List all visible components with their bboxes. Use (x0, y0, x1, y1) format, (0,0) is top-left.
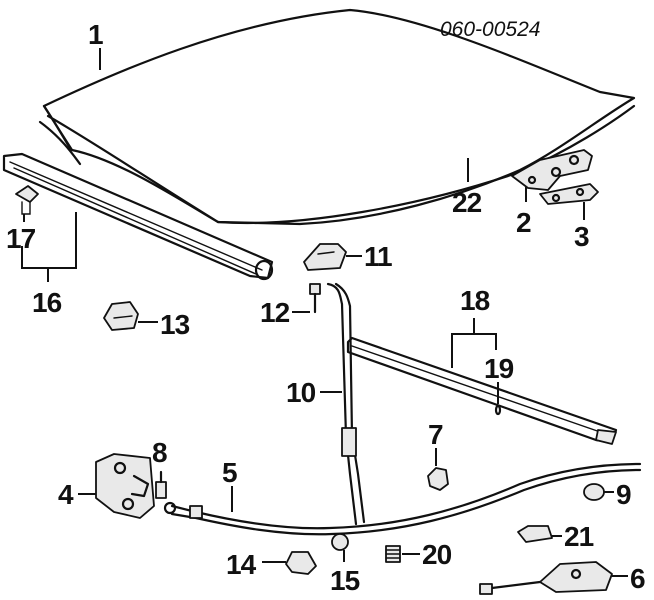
hinge-bolt-plate (539, 183, 599, 205)
hood-seal-rear (346, 336, 618, 445)
grommet-15 (331, 533, 349, 551)
hood-release-cable (163, 462, 642, 536)
callout-1: 1 (88, 19, 103, 50)
callout-17: 17 (6, 223, 36, 254)
hood-bumper (303, 243, 347, 271)
callout-6: 6 (630, 563, 645, 594)
pad-21 (517, 525, 553, 543)
bolt-12 (309, 283, 321, 314)
document-number: 060-00524 (440, 18, 540, 41)
hood-hinge (511, 149, 593, 191)
clip-7 (427, 467, 449, 491)
callout-12: 12 (260, 297, 290, 328)
hood-seal-front (2, 152, 274, 281)
callout-9: 9 (616, 479, 631, 510)
callout-20: 20 (422, 539, 452, 570)
callout-5: 5 (222, 457, 237, 488)
latch-screw (155, 470, 167, 499)
release-handle (479, 561, 613, 595)
callout-10: 10 (286, 377, 316, 408)
callout-7: 7 (428, 419, 443, 450)
callout-14: 14 (226, 549, 257, 580)
callout-3: 3 (574, 221, 589, 252)
hood-panel (38, 8, 636, 226)
callout-19: 19 (484, 353, 514, 384)
callout-8: 8 (152, 437, 167, 468)
plug-9 (583, 483, 605, 501)
callout-18: 18 (460, 285, 490, 316)
callout-2: 2 (516, 207, 531, 238)
bracket-14 (285, 551, 317, 575)
callout-16: 16 (32, 287, 62, 318)
callout-13: 13 (160, 309, 190, 340)
spring-20 (385, 545, 401, 563)
hood-support-rod (326, 282, 366, 526)
callout-21: 21 (564, 521, 594, 552)
callout-4: 4 (58, 479, 74, 510)
callout-11: 11 (364, 241, 392, 272)
seal-clip (15, 185, 39, 222)
callout-22: 22 (452, 187, 482, 218)
clip-13 (103, 301, 139, 331)
callout-15: 15 (330, 565, 360, 596)
hood-latch (95, 453, 155, 519)
